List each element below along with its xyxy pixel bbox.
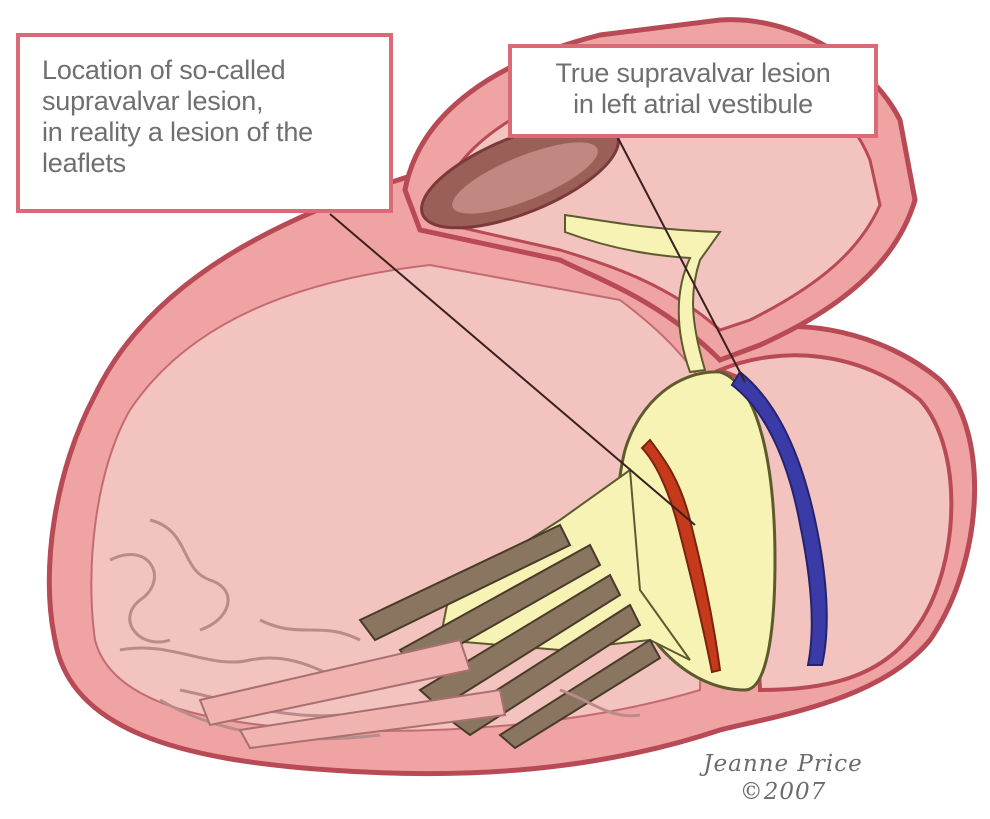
callout-leaflet-lesion: Location of so-called supravalvar lesion… [16,33,393,213]
callout-left-line-2: supravalvar lesion, [42,86,379,117]
artist-name: Jeanne Price [688,750,878,778]
artist-copyright: ©2007 [688,778,878,806]
callout-left-line-3: in reality a lesion of the [42,117,379,148]
callout-left-line-1: Location of so-called [42,55,379,86]
callout-right-line-1: True supravalvar lesion [520,58,866,89]
callout-left-line-4: leaflets [42,148,379,179]
artist-signature: Jeanne Price ©2007 [688,750,878,806]
callout-right-line-2: in left atrial vestibule [520,89,866,120]
callout-true-supravalvar-lesion: True supravalvar lesion in left atrial v… [508,44,878,138]
